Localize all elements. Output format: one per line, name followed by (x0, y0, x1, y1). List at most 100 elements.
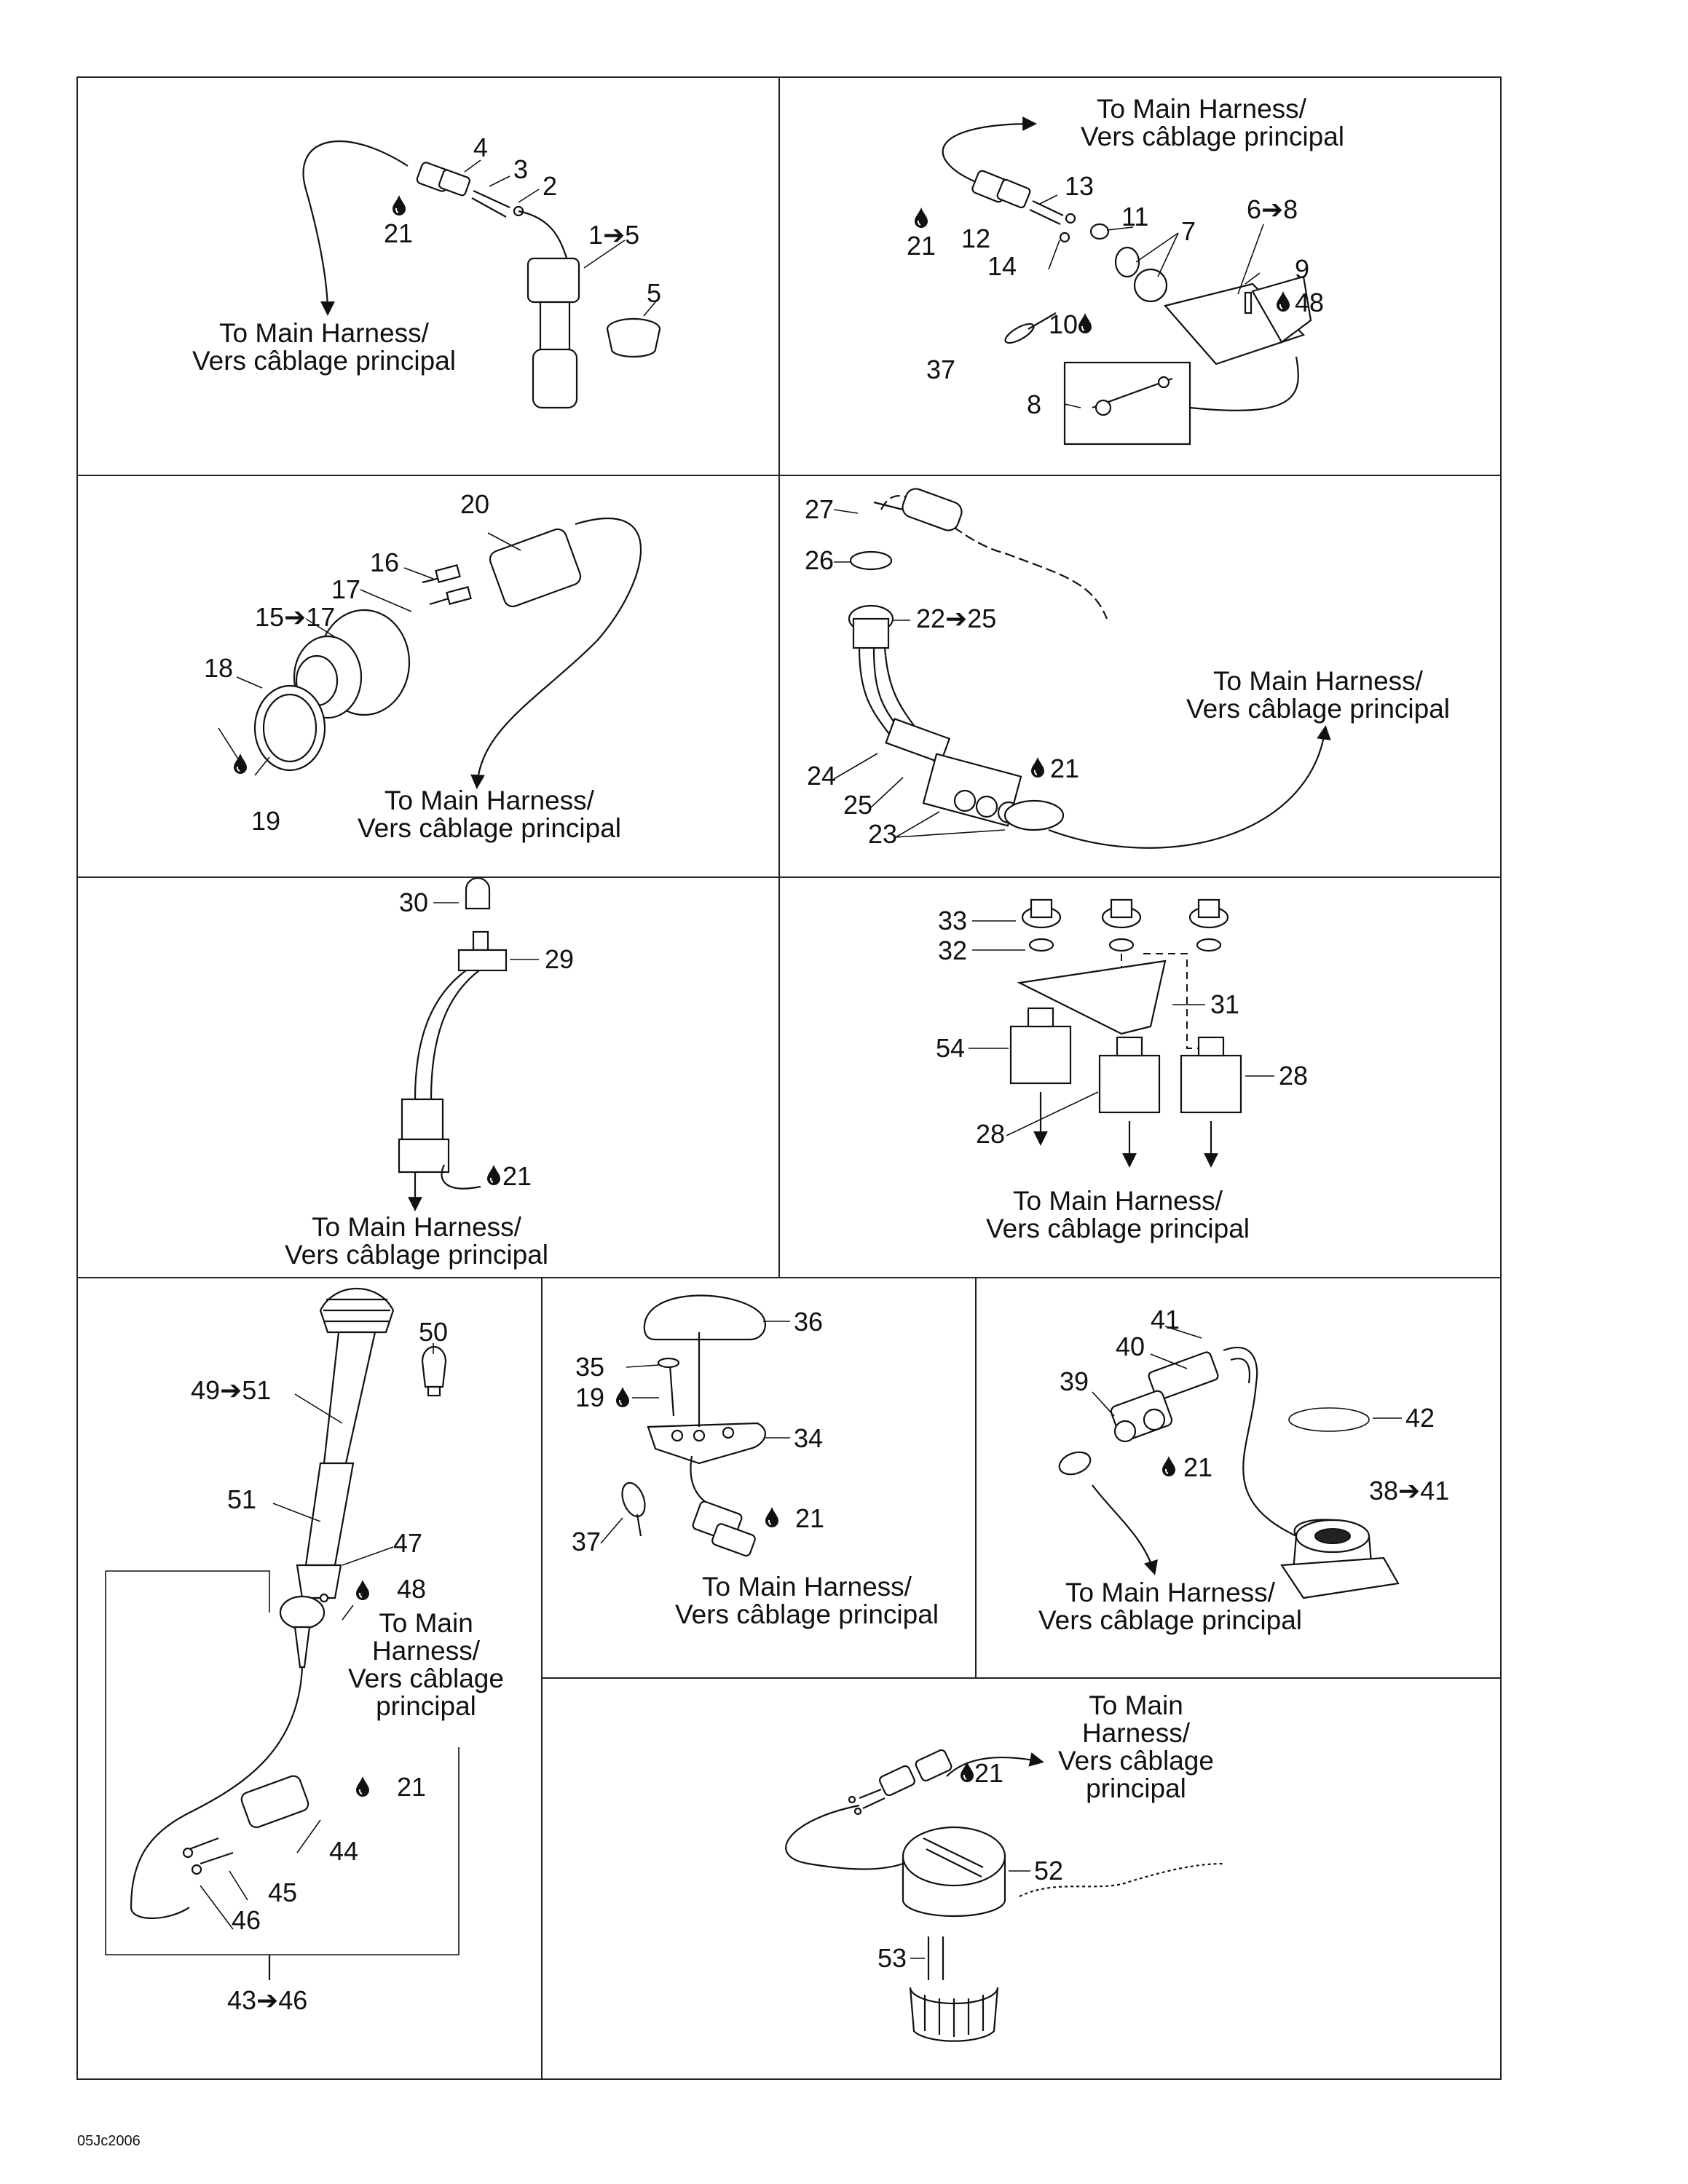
panel-1-sensor: 4 3 2 1➔5 5 21 To Main Harness/ Vers câb… (192, 132, 661, 409)
harness-caption-line1: To Main Harness/ (384, 786, 595, 815)
callout-54: 54 (936, 1033, 965, 1063)
callout-43-46: 43➔46 (227, 1985, 307, 2015)
harness-caption-line2: Vers câblage principal (358, 813, 621, 843)
callout-44: 44 (329, 1836, 358, 1866)
harness-caption-line1: To Main Harness/ (1213, 666, 1424, 696)
callout-23: 23 (868, 819, 897, 849)
panel-3-socket: 20 16 17 15➔17 18 19 To Main Harness/ Ve… (204, 489, 642, 843)
callout-40: 40 (1116, 1332, 1145, 1361)
callout-48: 48 (1295, 288, 1324, 317)
lubricant-drop-icon (1030, 757, 1045, 778)
harness-caption-line2: Vers câblage principal (192, 346, 456, 376)
callout-47: 47 (393, 1528, 422, 1558)
harness-caption-line2: Vers câblage principal (1186, 694, 1450, 724)
callout-34: 34 (794, 1423, 823, 1453)
callout-52: 52 (1034, 1856, 1063, 1886)
callout-6-8: 6➔8 (1247, 194, 1298, 224)
callout-3: 3 (513, 154, 528, 184)
harness-caption-stacked-3: Vers câblage (1058, 1746, 1214, 1776)
callout-20: 20 (460, 489, 489, 519)
callout-7: 7 (1181, 216, 1196, 246)
panel-10-bilge-pump: 21 52 53 To Main Harness/ Vers câblage p… (785, 1690, 1224, 2042)
lubricant-drop-icon (355, 1776, 370, 1797)
harness-caption-stacked-4: principal (1086, 1773, 1186, 1803)
callout-29: 29 (545, 944, 574, 974)
callout-39: 39 (1060, 1366, 1089, 1396)
panel-grid (76, 76, 1502, 2080)
lubricant-drop-icon (914, 207, 928, 228)
lubricant-drop-icon (1162, 1456, 1176, 1476)
lubricant-drop-icon (1078, 313, 1092, 333)
panel-4-key-switch: 27 26 22➔25 24 25 23 21 To Main Harness/… (805, 488, 1450, 849)
callout-27: 27 (805, 494, 834, 524)
lubricant-drop-icon (486, 1165, 501, 1185)
callout-51: 51 (227, 1484, 256, 1514)
callout-5: 5 (647, 278, 661, 308)
harness-caption-line2: Vers câblage principal (675, 1599, 939, 1629)
harness-caption-line2: Vers câblage principal (1081, 122, 1344, 151)
panel-6-relays: 33 32 31 54 28 28 To Main Harness/ Vers … (936, 898, 1308, 1243)
callout-4: 4 (473, 132, 488, 162)
callout-15-17: 15➔17 (255, 602, 335, 632)
callout-41: 41 (1151, 1305, 1180, 1334)
callout-35: 35 (575, 1352, 604, 1382)
callout-28: 28 (976, 1119, 1005, 1149)
harness-caption-line1: To Main Harness/ (1065, 1578, 1276, 1607)
harness-caption-line1: To Main Harness/ (1013, 1186, 1223, 1216)
harness-caption-line1: To Main Harness/ (1097, 94, 1307, 124)
callout-14: 14 (987, 251, 1017, 281)
callout-24: 24 (807, 761, 836, 791)
callout-28: 28 (1279, 1061, 1308, 1091)
panel-7-stern-light: 50 49➔51 51 47 48 21 44 45 46 43➔46 To M… (105, 1288, 504, 2015)
callout-8: 8 (1027, 389, 1041, 419)
callout-46: 46 (232, 1905, 261, 1935)
lubricant-drop-icon (392, 195, 406, 215)
harness-caption-stacked-4: principal (376, 1691, 476, 1721)
callout-30: 30 (399, 887, 428, 917)
callout-18: 18 (204, 653, 233, 683)
callout-33: 33 (938, 906, 967, 935)
harness-caption-stacked-3: Vers câblage (348, 1663, 504, 1693)
callout-36: 36 (794, 1307, 823, 1337)
callout-21: 21 (1183, 1452, 1212, 1482)
harness-caption-line2: Vers câblage principal (1038, 1605, 1302, 1635)
harness-caption-line1: To Main Harness/ (219, 318, 430, 348)
callout-25: 25 (843, 790, 872, 820)
footer-code: 05Jc2006 (77, 2133, 141, 2149)
callout-21: 21 (1050, 753, 1079, 783)
lubricant-drop-icon (615, 1387, 630, 1407)
callout-42: 42 (1405, 1403, 1435, 1433)
callout-48: 48 (397, 1574, 426, 1604)
callout-12: 12 (961, 223, 990, 253)
callout-19: 19 (251, 806, 280, 836)
panel-2-switch: 13 11 7 6➔8 9 48 12 14 21 10 37 8 To Mai… (907, 94, 1344, 446)
callout-37: 37 (572, 1527, 601, 1556)
callout-2: 2 (543, 171, 557, 201)
harness-caption-line1: To Main Harness/ (312, 1212, 522, 1242)
callout-21: 21 (502, 1161, 532, 1191)
callout-49-51: 49➔51 (191, 1375, 271, 1405)
callout-45: 45 (268, 1878, 297, 1907)
callout-9: 9 (1295, 254, 1309, 284)
callout-53: 53 (877, 1943, 907, 1973)
harness-caption-line2: Vers câblage principal (285, 1240, 548, 1270)
panel-8-bow-light: 36 35 19 34 37 21 To Main Harness/ Vers … (572, 1294, 939, 1629)
panel-5-push-switch: 30 29 21 To Main Harness/ Vers câblage p… (285, 877, 574, 1270)
callout-13: 13 (1065, 171, 1094, 201)
callout-31: 31 (1210, 989, 1239, 1019)
callout-21: 21 (795, 1503, 824, 1533)
harness-caption-stacked-2: Harness/ (1082, 1718, 1191, 1748)
callout-17: 17 (331, 574, 360, 604)
callout-21: 21 (974, 1758, 1003, 1788)
callout-21: 21 (907, 231, 936, 261)
harness-caption-line2: Vers câblage principal (986, 1214, 1250, 1243)
callout-32: 32 (938, 935, 967, 965)
harness-caption-line1: To Main Harness/ (702, 1572, 912, 1602)
lubricant-drop-icon (233, 753, 248, 774)
callout-1-5: 1➔5 (588, 220, 639, 250)
callout-22-25: 22➔25 (916, 604, 996, 633)
lubricant-drop-icon (765, 1507, 779, 1527)
callout-16: 16 (370, 547, 399, 577)
harness-caption-stacked-1: To Main (1089, 1690, 1183, 1720)
